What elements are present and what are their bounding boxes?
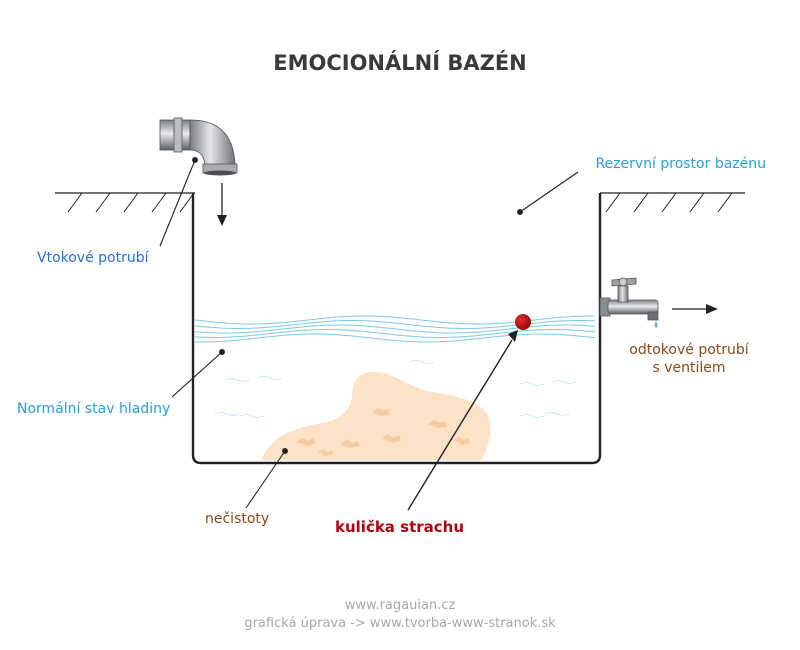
ground bbox=[55, 192, 745, 213]
impurities-sediment bbox=[262, 371, 491, 460]
label-reserve-space: Rezervní prostor bazénu bbox=[595, 156, 766, 172]
label-outflow-line2: s ventilem bbox=[652, 360, 725, 376]
inflow-arrow bbox=[217, 183, 227, 226]
footer-credit-site: www.ragauian.cz bbox=[345, 598, 456, 613]
label-normal-level: Normální stav hladiny bbox=[17, 401, 170, 417]
fear-arrow bbox=[407, 330, 518, 511]
leader-lines bbox=[159, 157, 579, 509]
label-inflow-pipe: Vtokové potrubí bbox=[37, 250, 150, 266]
label-outflow-line1: odtokové potrubí bbox=[629, 342, 749, 358]
pool-container bbox=[191, 193, 602, 465]
outflow-faucet bbox=[599, 277, 659, 328]
label-fear-ball: kulička strachu bbox=[335, 518, 464, 536]
water-ripples bbox=[214, 360, 577, 418]
footer-credit-design: grafická úprava -> www.tvorba-www-strano… bbox=[244, 616, 556, 631]
label-impurities: nečistoty bbox=[205, 511, 269, 527]
inflow-pipe bbox=[159, 117, 238, 176]
water-surface-lines bbox=[194, 315, 596, 343]
diagram-title: EMOCIONÁLNÍ BAZÉN bbox=[273, 50, 527, 75]
outflow-arrow bbox=[672, 304, 718, 314]
fear-ball bbox=[515, 314, 531, 330]
